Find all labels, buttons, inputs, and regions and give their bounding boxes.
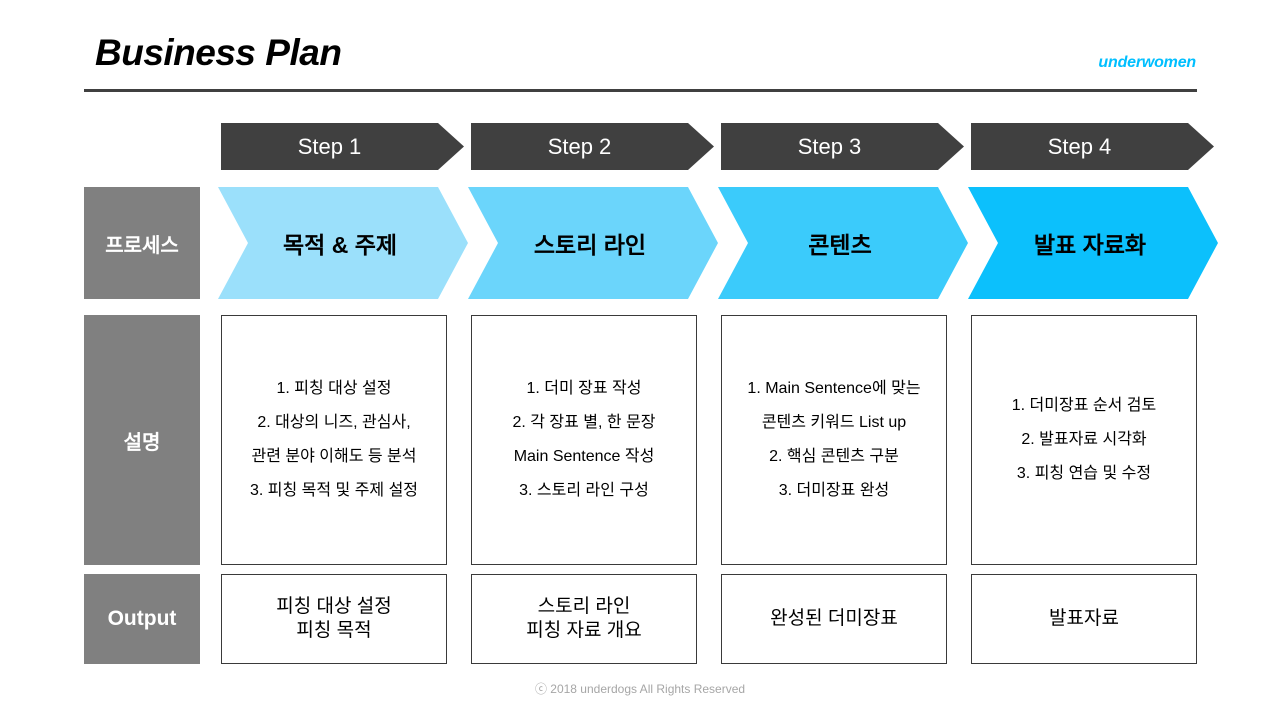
process-chevron-1[interactable]: 목적 & 주제 <box>218 187 468 299</box>
description-line: 3. 피칭 연습 및 수정 <box>1016 465 1152 482</box>
brand-logo: underwomen <box>1098 54 1196 71</box>
output-line: 스토리 라인 <box>537 596 631 618</box>
output-line: 피칭 대상 설정 <box>276 596 392 618</box>
footer-copyright: ⓒ 2018 underdogs All Rights Reserved <box>534 682 746 696</box>
process-chevron-2[interactable]: 스토리 라인 <box>468 187 718 299</box>
slide-header: Business Plan underwomen <box>84 32 1196 90</box>
row-label-process: 프로세스 <box>84 187 200 299</box>
process-chevron-3[interactable]: 콘텐츠 <box>718 187 968 299</box>
description-line: 1. 피칭 대상 설정 <box>276 380 392 397</box>
description-line: 콘텐츠 키워드 List up <box>761 414 907 431</box>
description-box-3: 1. Main Sentence에 맞는 콘텐츠 키워드 List up 2. … <box>721 315 947 565</box>
output-box-4: 발표자료 <box>971 574 1197 664</box>
output-line: 완성된 더미장표 <box>770 608 898 630</box>
step-header-2[interactable]: Step 2 <box>471 123 714 170</box>
description-line: Main Sentence 작성 <box>513 448 655 465</box>
output-line: 피칭 목적 <box>296 620 372 641</box>
process-chevron-4[interactable]: 발표 자료화 <box>968 187 1218 299</box>
description-line: 2. 대상의 니즈, 관심사, <box>257 414 411 431</box>
description-line: 1. Main Sentence에 맞는 <box>747 380 921 397</box>
description-box-2: 1. 더미 장표 작성 2. 각 장표 별, 한 문장 Main Sentenc… <box>471 315 697 565</box>
output-line: 발표자료 <box>1049 608 1119 630</box>
output-line: 피칭 자료 개요 <box>526 620 642 641</box>
page-title: Business Plan <box>95 32 342 73</box>
row-label-output: Output <box>84 574 200 664</box>
step-header-1[interactable]: Step 1 <box>221 123 464 170</box>
description-line: 2. 발표자료 시각화 <box>1021 431 1147 448</box>
description-line: 관련 분야 이해도 등 분석 <box>251 448 417 465</box>
row-label-description: 설명 <box>84 315 200 565</box>
header-divider <box>84 89 1197 92</box>
description-line: 3. 더미장표 완성 <box>778 482 890 499</box>
step-header-4[interactable]: Step 4 <box>971 123 1214 170</box>
description-line: 3. 피칭 목적 및 주제 설정 <box>249 482 419 499</box>
description-line: 2. 각 장표 별, 한 문장 <box>512 414 656 431</box>
output-box-1: 피칭 대상 설정 피칭 목적 <box>221 574 447 664</box>
description-line: 3. 스토리 라인 구성 <box>519 482 649 499</box>
description-box-1: 1. 피칭 대상 설정 2. 대상의 니즈, 관심사, 관련 분야 이해도 등 … <box>221 315 447 565</box>
step-header-3[interactable]: Step 3 <box>721 123 964 170</box>
output-box-2: 스토리 라인 피칭 자료 개요 <box>471 574 697 664</box>
output-box-3: 완성된 더미장표 <box>721 574 947 664</box>
description-box-4: 1. 더미장표 순서 검토 2. 발표자료 시각화 3. 피칭 연습 및 수정 <box>971 315 1197 565</box>
description-line: 2. 핵심 콘텐츠 구분 <box>769 448 899 465</box>
description-line: 1. 더미장표 순서 검토 <box>1011 397 1157 414</box>
description-line: 1. 더미 장표 작성 <box>526 380 642 397</box>
